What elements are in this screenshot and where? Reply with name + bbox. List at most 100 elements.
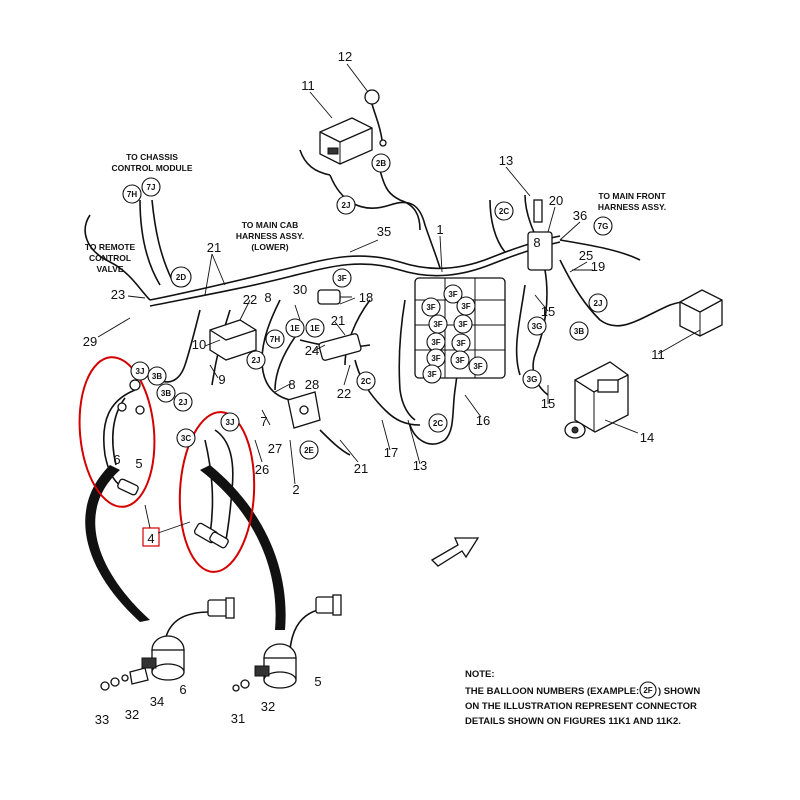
orientation-arrow [430, 537, 480, 567]
note-line3: DETAILS SHOWN ON FIGURES 11K1 AND 11K2. [465, 716, 681, 727]
leader-lines [97, 63, 701, 485]
item-number: 22 [243, 292, 257, 307]
item-number: 15 [541, 396, 555, 411]
balloon-3F: 3F [451, 333, 471, 353]
svg-text:TO CHASSIS: TO CHASSIS [126, 152, 178, 162]
balloon-3C: 3C [176, 428, 196, 448]
item-number: 10 [192, 337, 206, 352]
balloon-3F: 3F [450, 350, 470, 370]
item-number: 8 [288, 377, 295, 392]
item-number: 33 [95, 712, 109, 727]
balloon-3J: 3J [130, 361, 150, 381]
balloon-3F: 3F [426, 348, 446, 368]
item-number: 20 [549, 193, 563, 208]
sensor-18 [317, 289, 352, 305]
svg-text:3F: 3F [431, 354, 440, 363]
svg-text:7G: 7G [598, 222, 609, 231]
svg-text:7J: 7J [147, 183, 156, 192]
item-number: 31 [231, 711, 245, 726]
balloon-2E: 2E [299, 440, 319, 460]
label-to-chassis-control-module: TO CHASSIS CONTROL MODULE [111, 152, 192, 173]
svg-text:3F: 3F [461, 302, 470, 311]
callout-arrows [85, 465, 286, 630]
solenoid-valve-6 [100, 597, 235, 691]
svg-text:3B: 3B [574, 327, 584, 336]
svg-text:2J: 2J [252, 356, 261, 365]
balloon-2J: 2J [246, 350, 266, 370]
solenoid-5-detail [193, 429, 234, 549]
connector-balloons: 2B 2J 7H 7J 2D 2C 7G 3F 1E 1E 7H 2J 3F 3… [122, 153, 613, 460]
balloon-2B: 2B [371, 153, 391, 173]
item-number: 14 [640, 430, 654, 445]
item-number: 11 [651, 347, 665, 362]
item-number: 12 [338, 49, 352, 64]
svg-text:7H: 7H [270, 335, 280, 344]
svg-text:3J: 3J [136, 367, 145, 376]
balloon-3F: 3F [428, 314, 448, 334]
svg-text:2C: 2C [433, 419, 443, 428]
balloon-3G: 3G [522, 369, 542, 389]
valve-assembly-14 [564, 361, 629, 439]
item-number: 21 [354, 461, 368, 476]
item-number: 35 [377, 224, 391, 239]
solenoid-6-detail [103, 379, 145, 496]
balloon-3F: 3F [453, 314, 473, 334]
svg-text:3F: 3F [455, 356, 464, 365]
item-number: 4 [147, 531, 154, 546]
solenoid-20 [527, 199, 553, 271]
svg-text:(LOWER): (LOWER) [251, 242, 288, 252]
svg-text:VALVE: VALVE [96, 264, 123, 274]
note-example-balloon: 2F [643, 686, 652, 695]
svg-text:3F: 3F [427, 370, 436, 379]
item-number: 8 [533, 235, 540, 250]
balloon-2D: 2D [170, 266, 192, 288]
svg-text:3F: 3F [337, 274, 346, 283]
balloon-3G: 3G [527, 316, 547, 336]
balloon-2J: 2J [336, 195, 356, 215]
item-number: 36 [573, 208, 587, 223]
item-number: 5 [314, 674, 321, 689]
highlight-ellipse-right [178, 411, 256, 573]
svg-text:3F: 3F [448, 290, 457, 299]
item-number: 21 [331, 313, 345, 328]
svg-text:3F: 3F [431, 338, 440, 347]
svg-text:2D: 2D [176, 273, 186, 282]
balloon-2C: 2C [494, 201, 514, 221]
item-number: 5 [135, 456, 142, 471]
item-4-box [142, 527, 160, 547]
svg-text:1E: 1E [290, 324, 300, 333]
item-number: 23 [111, 287, 125, 302]
balloon-3F: 3F [468, 356, 488, 376]
solenoid-valve-5 [232, 594, 342, 692]
bracket-28 [287, 391, 321, 429]
item-number: 6 [179, 682, 186, 697]
item-number: 34 [150, 694, 164, 709]
balloon-7G: 7G [593, 216, 613, 236]
svg-text:HARNESS ASSY.: HARNESS ASSY. [236, 231, 304, 241]
control-module-11-top [319, 117, 373, 165]
item-number: 27 [268, 441, 282, 456]
item-number: 26 [255, 462, 269, 477]
svg-text:3C: 3C [181, 434, 191, 443]
balloon-3B: 3B [147, 366, 167, 386]
balloon-2J: 2J [173, 392, 193, 412]
item-number: 13 [499, 153, 513, 168]
item-number: 11 [301, 78, 315, 93]
item-number: 28 [305, 377, 319, 392]
item-number: 21 [207, 240, 221, 255]
balloon-2C: 2C [356, 371, 376, 391]
balloon-3B: 3B [569, 321, 589, 341]
item-number: 25 [579, 248, 593, 263]
svg-text:2J: 2J [594, 299, 603, 308]
note-line1-end: ) SHOWN [658, 686, 700, 697]
balloon-3B: 3B [156, 383, 176, 403]
svg-text:3G: 3G [527, 375, 538, 384]
highlight-ellipse-left [78, 356, 156, 508]
balloon-1E: 1E [285, 318, 305, 338]
item-number: 32 [125, 707, 139, 722]
balloon-3F: 3F [426, 332, 446, 352]
item-number: 24 [305, 343, 319, 358]
balloon-3F: 3F [456, 296, 476, 316]
svg-text:3F: 3F [456, 339, 465, 348]
